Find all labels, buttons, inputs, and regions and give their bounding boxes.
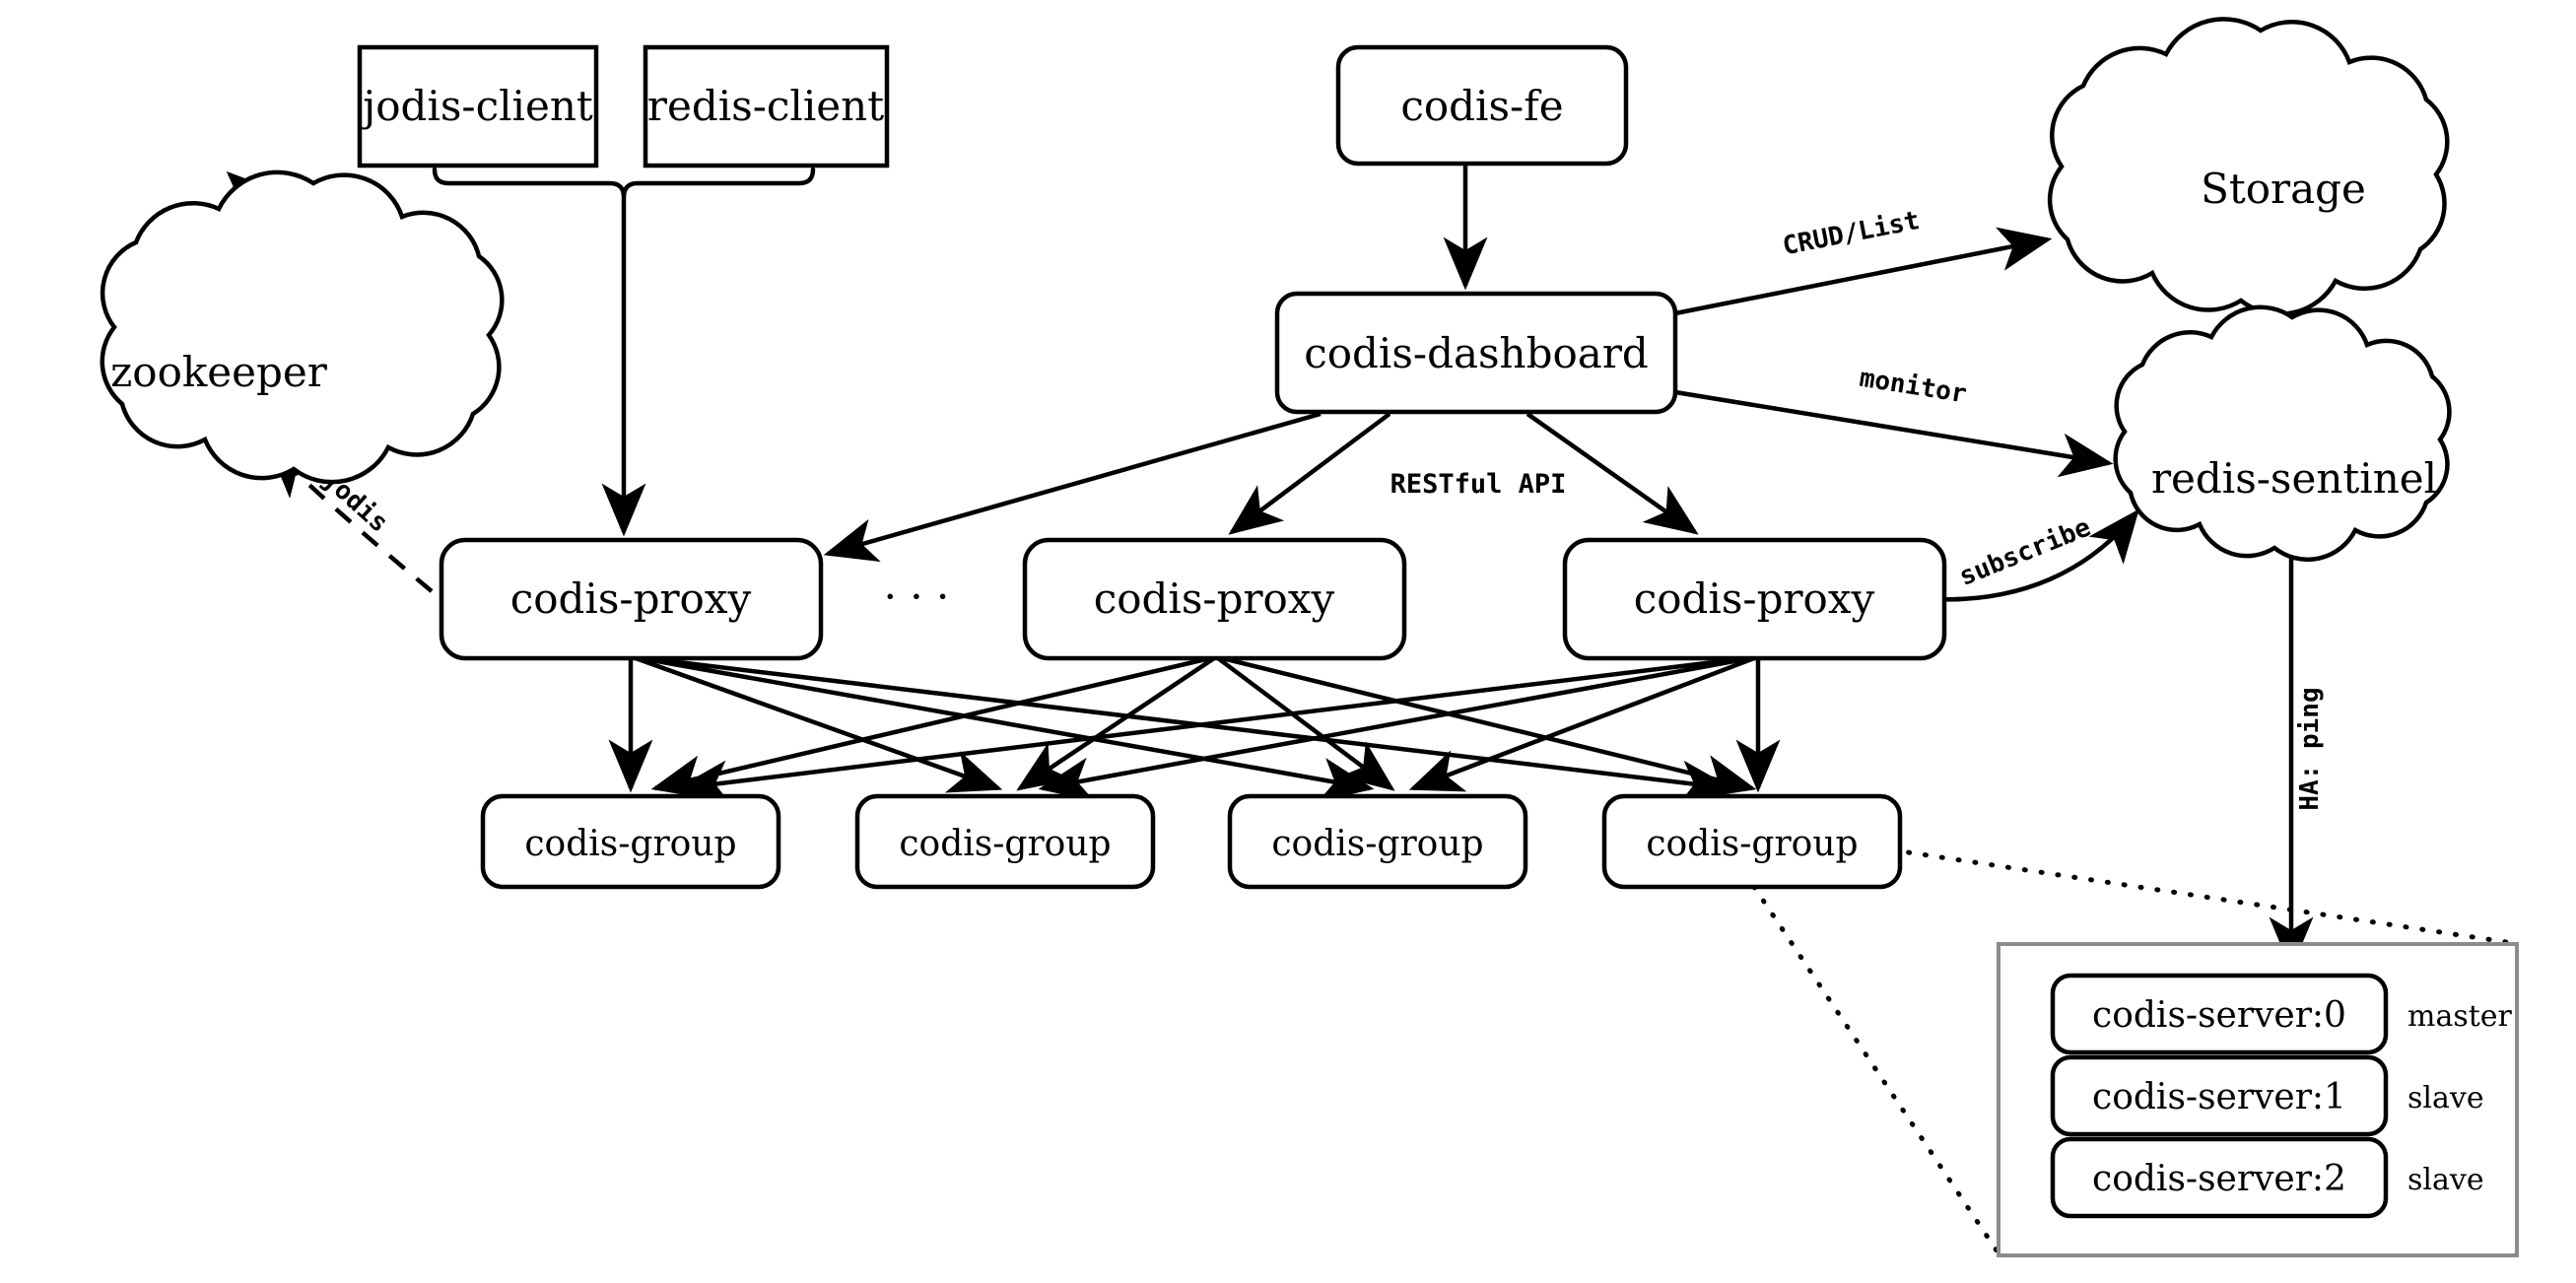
node-label-codis-group-4: codis-group — [1646, 824, 1858, 864]
edge-dashboard-to-proxy-2 — [1228, 412, 1391, 535]
edge-label-restful-api: RESTful API — [1390, 469, 1567, 500]
edge-mesh-proxy-to-groups — [608, 655, 1781, 805]
server-role-0: master — [2407, 999, 2513, 1034]
node-redis-client[interactable]: redis-client — [643, 44, 890, 169]
node-label-codis-server-1: codis-server:1 — [2092, 1077, 2346, 1117]
node-label-codis-fe: codis-fe — [1400, 82, 1563, 130]
edge-label-ha-ping: HA: ping — [2295, 687, 2325, 810]
node-label-codis-server-2: codis-server:2 — [2092, 1159, 2346, 1199]
node-redis-sentinel[interactable]: redis-sentinel — [2113, 304, 2452, 563]
edge-label-crud-list: CRUD/List — [1780, 206, 1922, 261]
node-label-jodis-client: jodis-client — [358, 82, 593, 130]
node-jodis-client[interactable]: jodis-client — [357, 44, 599, 169]
node-codis-server-0[interactable]: codis-server:0 — [2050, 973, 2389, 1055]
node-label-codis-group-3: codis-group — [1271, 824, 1483, 864]
node-codis-group-3[interactable]: codis-group — [1227, 793, 1528, 890]
node-label-storage: Storage — [2201, 165, 2366, 213]
node-codis-proxy-3[interactable]: codis-proxy — [1562, 537, 1947, 661]
node-codis-group-4[interactable]: codis-group — [1601, 793, 1903, 890]
node-codis-group-1[interactable]: codis-group — [480, 793, 781, 890]
proxies-ellipsis: · · · — [884, 573, 950, 621]
edge-proxy-to-sentinel — [1931, 508, 2139, 602]
edge-label-monitor: monitor — [1858, 364, 1969, 410]
edge-label-subscribe: subscribe — [1955, 512, 2095, 592]
node-label-redis-sentinel: redis-sentinel — [2151, 454, 2437, 503]
node-codis-group-2[interactable]: codis-group — [854, 793, 1156, 890]
edge-dashboard-to-proxy-3 — [1525, 412, 1699, 535]
edge-dashboard-to-sentinel — [1674, 389, 2114, 478]
node-label-codis-proxy-3: codis-proxy — [1634, 574, 1875, 623]
node-label-codis-group-2: codis-group — [899, 824, 1111, 864]
node-codis-proxy-2[interactable]: codis-proxy — [1022, 537, 1407, 661]
server-role-2: slave — [2407, 1163, 2484, 1197]
edge-dashboard-to-proxy-1 — [823, 411, 1322, 563]
node-label-zookeeper: zookeeper — [110, 348, 328, 396]
node-codis-fe[interactable]: codis-fe — [1335, 44, 1629, 167]
client-brace — [432, 167, 816, 198]
node-codis-proxy-1[interactable]: codis-proxy — [439, 537, 824, 661]
node-storage[interactable]: Storage — [2047, 17, 2450, 316]
dotted-zoom-connectors — [1751, 844, 2516, 1256]
node-label-codis-group-1: codis-group — [524, 824, 736, 864]
node-codis-server-2[interactable]: codis-server:2 — [2050, 1136, 2389, 1219]
server-role-1: slave — [2407, 1081, 2484, 1115]
node-label-codis-proxy-1: codis-proxy — [510, 574, 752, 623]
edge-dashboard-to-storage — [1674, 227, 2053, 316]
node-label-redis-client: redis-client — [647, 82, 884, 130]
node-label-codis-server-0: codis-server:0 — [2092, 995, 2346, 1036]
node-zookeeper[interactable]: zookeeper — [100, 169, 505, 485]
node-codis-server-1[interactable]: codis-server:1 — [2050, 1054, 2389, 1137]
node-label-codis-dashboard: codis-dashboard — [1304, 329, 1649, 377]
node-label-codis-proxy-2: codis-proxy — [1094, 574, 1335, 623]
node-codis-dashboard[interactable]: codis-dashboard — [1274, 291, 1678, 415]
